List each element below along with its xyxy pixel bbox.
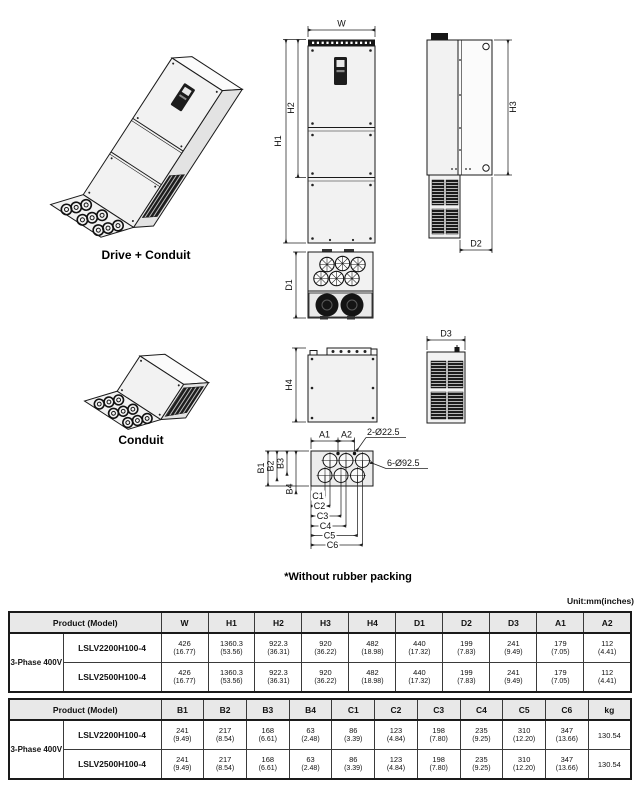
col-header-b3: B3 <box>245 698 290 721</box>
model-name: LSLV2500H100-4 <box>62 662 162 693</box>
dim-label-h1: H1 <box>273 135 283 147</box>
front-view: W H1 H2 <box>273 19 376 244</box>
col-header-b1: B1 <box>160 698 205 721</box>
weight-cell: 130.54 <box>587 749 632 780</box>
col-header-c5: C5 <box>502 698 546 721</box>
dim-label-d3: D3 <box>440 329 452 339</box>
phase-group-label: 3-Phase 400V <box>8 719 64 780</box>
model-name: LSLV2200H100-4 <box>62 632 162 663</box>
col-header-w: W <box>160 611 209 634</box>
col-header-h4: H4 <box>348 611 397 634</box>
table-row: 3-Phase 400V LSLV2200H100-4 241(9.49) 21… <box>8 719 632 780</box>
dim-label-a2: A2 <box>341 430 352 440</box>
dimension-table-product-header: Product (Model) <box>8 611 162 634</box>
iso-conduit: Conduit <box>83 353 211 447</box>
col-header-h3: H3 <box>301 611 350 634</box>
conduit-hole-detail: A1 A2 2-Ø22.5 6-Ø92.5 B1 B2 B3 B4 <box>256 427 428 550</box>
col-header-a1: A1 <box>536 611 585 634</box>
col-header-b2: B2 <box>203 698 247 721</box>
iso-conduit-caption: Conduit <box>118 433 163 447</box>
dim-label-c5: C5 <box>324 531 336 541</box>
weight-cell: 130.54 <box>587 719 632 750</box>
dim-label-d2: D2 <box>470 239 482 249</box>
iso-drive-caption: Drive + Conduit <box>101 248 190 262</box>
col-header-c2: C2 <box>374 698 418 721</box>
conduit-front-view: H4 <box>284 347 378 423</box>
col-header-c3: C3 <box>416 698 461 721</box>
dim-label-c6: C6 <box>327 540 339 550</box>
dim-label-h4: H4 <box>284 379 294 391</box>
col-header-c4: C4 <box>459 698 504 721</box>
col-header-d3: D3 <box>489 611 538 634</box>
rubber-packing-note: *Without rubber packing <box>284 571 412 583</box>
table-row: LSLV2500H100-4 426(16.77) 1360.3(53.56) … <box>9 662 632 693</box>
col-header-d2: D2 <box>442 611 491 634</box>
mounting-table: Product (Model) B1 B2 B3 B4 C1 C2 C3 C4 … <box>8 698 632 780</box>
callout-conduit-holes: 6-Ø92.5 <box>387 458 420 468</box>
dim-label-b4: B4 <box>285 483 295 494</box>
conduit-side-view: D3 <box>426 329 466 424</box>
col-header-a2: A2 <box>583 611 632 634</box>
iso-drive-conduit: Drive + Conduit <box>49 56 244 262</box>
bottom-view: D1 <box>284 249 374 320</box>
callout-top-holes: 2-Ø22.5 <box>367 427 400 437</box>
dim-label-a1: A1 <box>319 430 330 440</box>
phase-group-label: 3-Phase 400V <box>8 632 64 693</box>
dim-label-c3: C3 <box>317 511 329 521</box>
col-header-h1: H1 <box>207 611 256 634</box>
unit-note: Unit:mm(inches) <box>566 596 634 606</box>
mounting-table-product-header: Product (Model) <box>8 698 162 721</box>
dim-label-h2: H2 <box>286 102 296 114</box>
col-header-c1: C1 <box>331 698 376 721</box>
dim-label-b1: B1 <box>256 462 266 473</box>
dim-label-c4: C4 <box>320 521 332 531</box>
model-name: LSLV2200H100-4 <box>62 719 162 750</box>
dim-label-d1: D1 <box>284 279 294 291</box>
col-header-c6: C6 <box>544 698 589 721</box>
col-header-kg: kg <box>587 698 632 721</box>
col-header-h2: H2 <box>254 611 303 634</box>
dim-label-c1: C1 <box>312 491 324 501</box>
dim-label-b3: B3 <box>276 458 286 469</box>
table-row: LSLV2500H100-4 241(9.49) 217(8.54) 168(6… <box>9 749 632 780</box>
dim-label-h3: H3 <box>508 101 518 113</box>
model-name: LSLV2500H100-4 <box>62 749 162 780</box>
col-header-d1: D1 <box>395 611 444 634</box>
dimension-table: Product (Model) W H1 H2 H3 H4 D1 D2 D3 A… <box>8 611 632 693</box>
dimension-drawings: Drive + Conduit W H1 <box>49 19 518 583</box>
table-row: 3-Phase 400V LSLV2200H100-4 426(16.77) 1… <box>8 632 632 693</box>
dim-label-c2: C2 <box>314 501 326 511</box>
dim-label-b2: B2 <box>266 460 276 471</box>
col-header-b4: B4 <box>288 698 333 721</box>
side-view: H3 D2 <box>426 33 518 253</box>
dim-label-w: W <box>337 19 346 29</box>
